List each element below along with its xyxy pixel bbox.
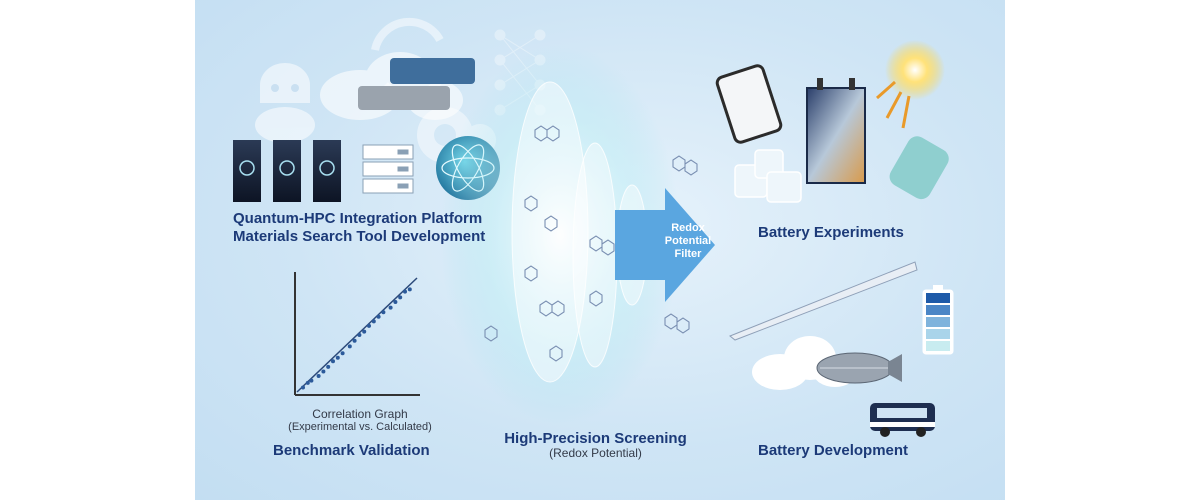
scatter-point (403, 289, 407, 294)
scatter-point (321, 369, 326, 374)
correlation-graph (294, 272, 420, 396)
scatter-point (362, 329, 367, 334)
filter-label-line3: Filter (674, 248, 702, 260)
correlation-graph-title: Correlation Graph (312, 407, 408, 421)
airplane-icon (729, 261, 918, 341)
filter-label: Redox Potential Filter (663, 222, 713, 261)
ice-cube-icon (734, 149, 802, 203)
scatter-point (376, 314, 381, 319)
battery-development-label: Battery Development (758, 442, 909, 459)
filter-label-line2: Potential (664, 235, 712, 247)
screening-label: High-Precision Screening (504, 430, 687, 447)
filter-arrow (615, 188, 715, 302)
battery-cell-icon (715, 64, 783, 144)
scatter-point (393, 299, 398, 304)
scatter-point (316, 374, 321, 379)
scatter-point (301, 385, 305, 390)
server-tower-icon (233, 140, 341, 202)
pouch-cell-icon (806, 78, 866, 184)
screening-glow (440, 45, 680, 425)
scatter-point (367, 323, 371, 328)
ui-bar-blue (390, 58, 475, 84)
cylinder-cell-icon (889, 136, 949, 200)
scatter-point (381, 310, 386, 315)
screening-sublabel: (Redox Potential) (549, 446, 642, 460)
regression-line (296, 277, 418, 393)
platform-title-line1: Quantum-HPC Integration Platform (233, 210, 483, 227)
scatter-point (388, 305, 393, 310)
scatter-points (301, 287, 412, 390)
sun-icon (876, 40, 945, 129)
filter-label-line1: Redox (671, 222, 705, 234)
diagram-graphics (233, 17, 954, 437)
correlation-graph-subtitle: (Experimental vs. Calculated) (288, 421, 432, 433)
ui-bar-gray (358, 86, 450, 110)
scatter-point (340, 351, 345, 356)
benchmark-label: Benchmark Validation (273, 442, 430, 459)
bus-icon (870, 403, 935, 437)
scatter-point (371, 319, 376, 324)
scatter-point (305, 380, 310, 385)
robot-icon (255, 63, 315, 143)
scatter-point (407, 287, 412, 292)
battery-level-icon (922, 285, 954, 355)
scatter-point (352, 338, 357, 343)
scatter-point (398, 295, 403, 300)
scatter-point (326, 364, 331, 369)
scatter-point (357, 333, 362, 337)
scatter-point (335, 355, 340, 360)
screening-ellipse-medium (572, 142, 618, 368)
server-rack-icon (362, 144, 414, 194)
scatter-point (331, 359, 335, 364)
platform-title-line2: Materials Search Tool Development (233, 228, 486, 245)
battery-experiments-label: Battery Experiments (758, 224, 904, 241)
scatter-point (309, 378, 314, 383)
diagram-canvas: Quantum-HPC Integration Platform Materia… (195, 0, 1005, 500)
screening-ellipse-large (511, 81, 589, 383)
airship-icon (816, 352, 902, 384)
scatter-point (347, 344, 352, 349)
